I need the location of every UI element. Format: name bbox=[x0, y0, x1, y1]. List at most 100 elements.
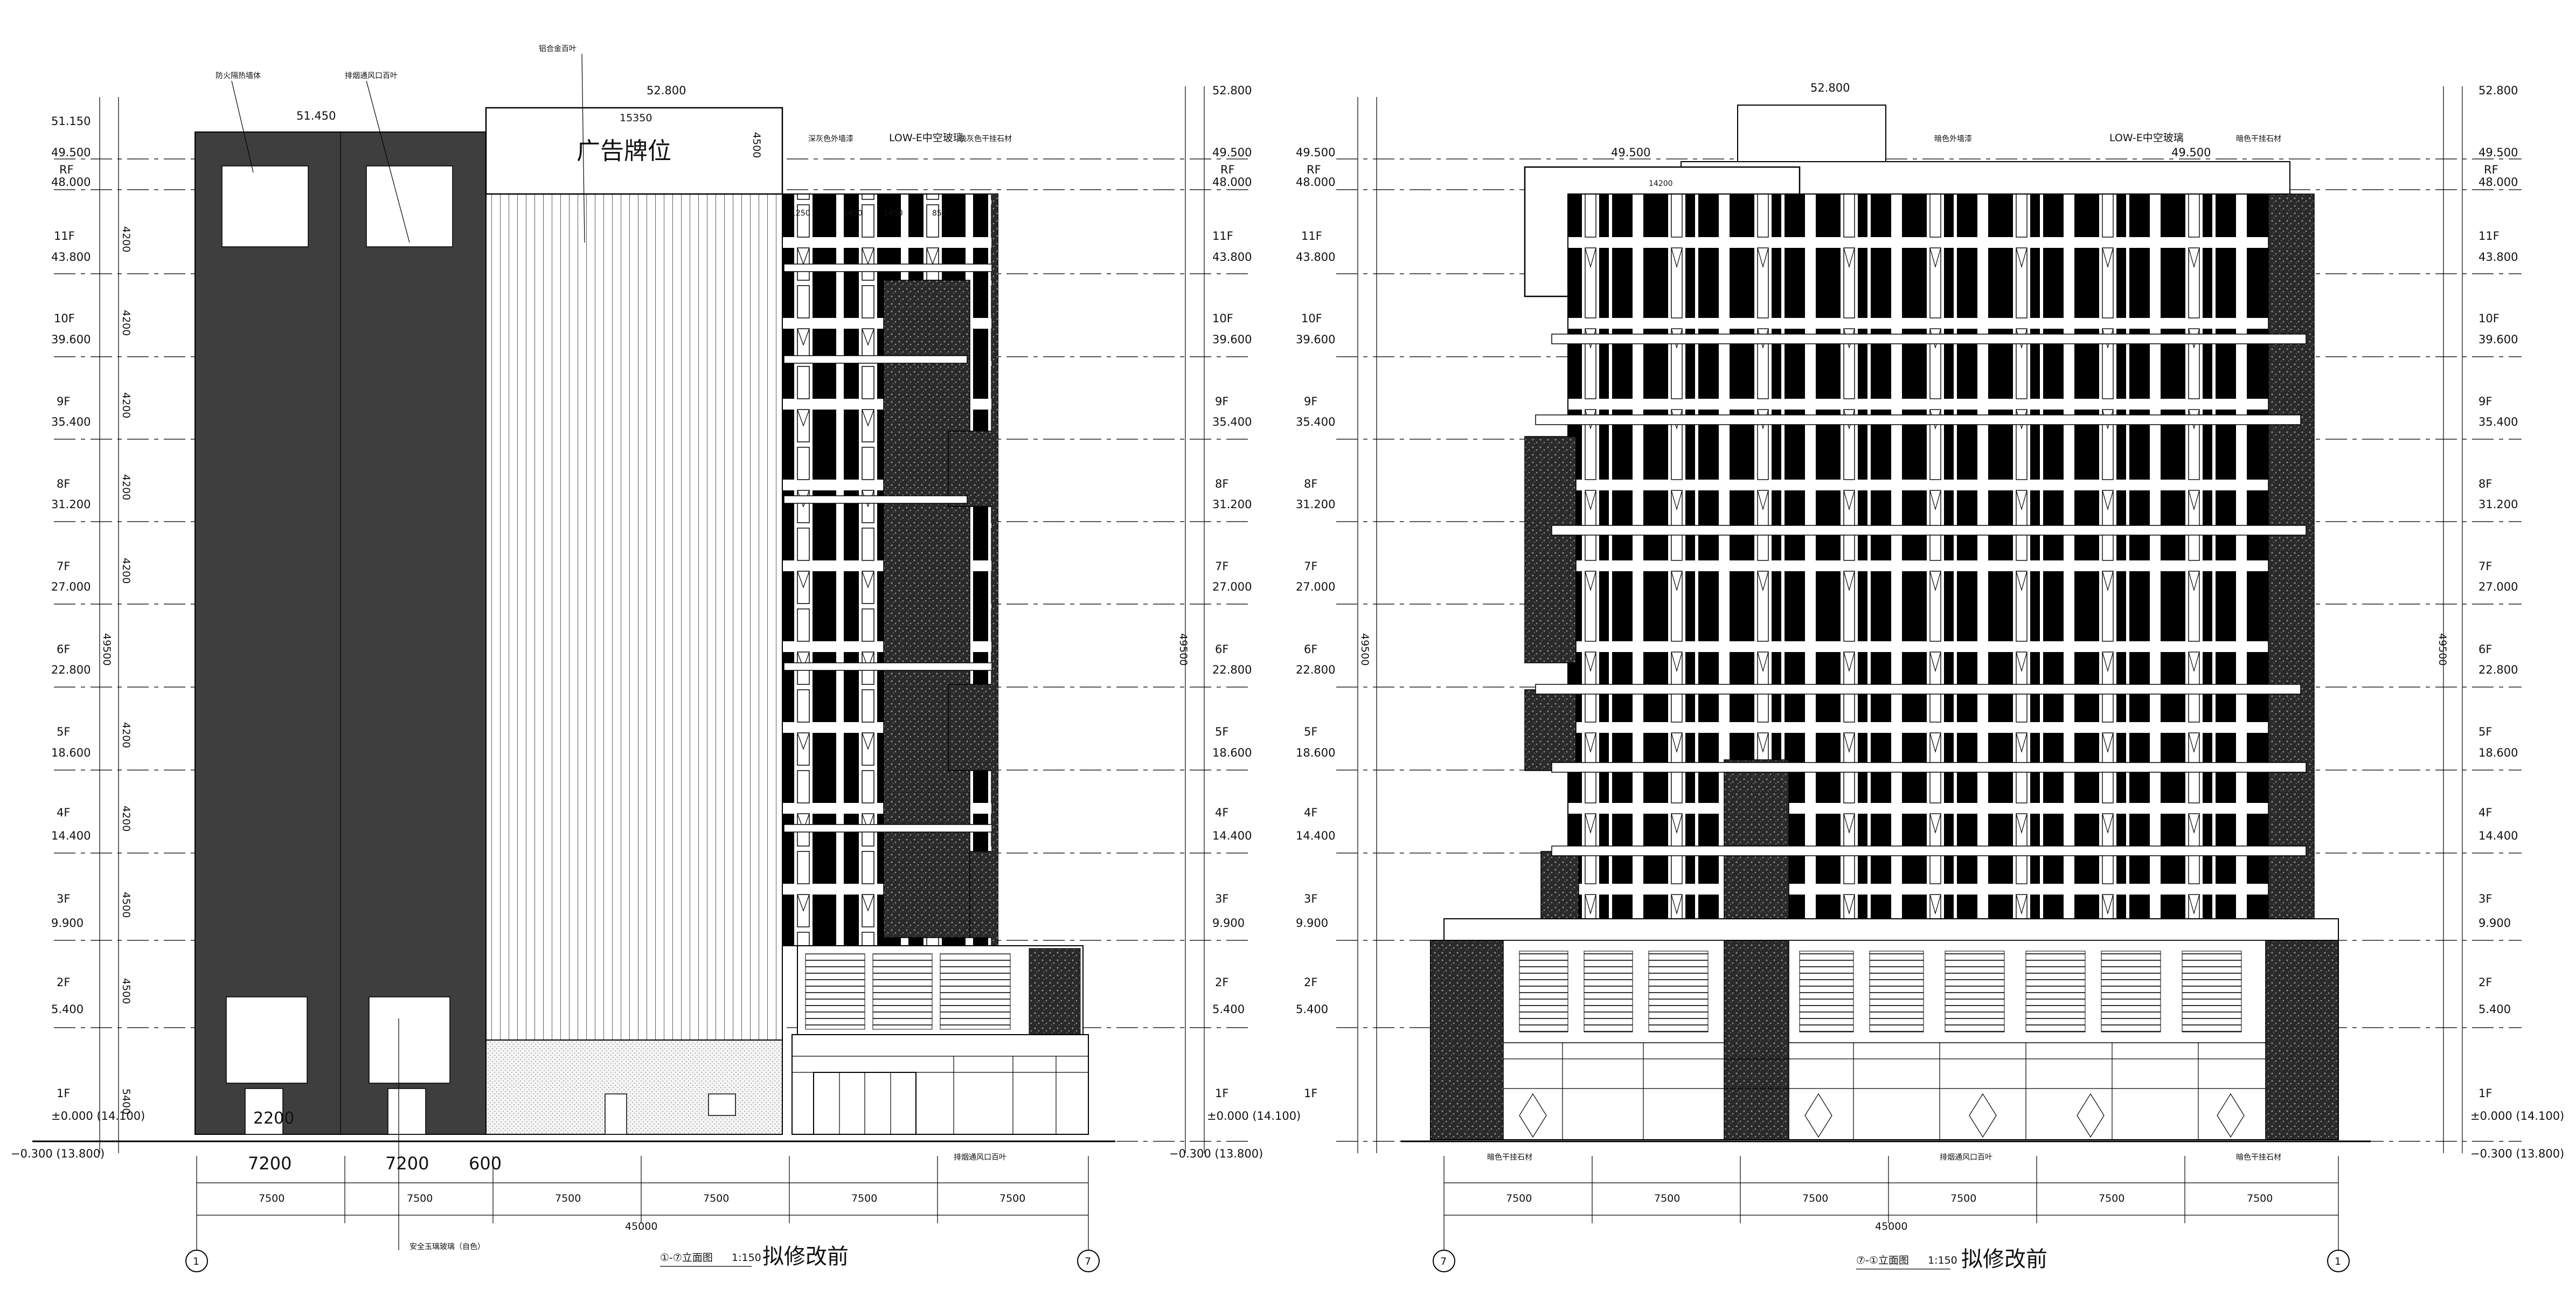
level-elevation: 43.800 bbox=[51, 251, 91, 264]
level-elevation: 35.400 bbox=[1296, 415, 1335, 428]
grid-dim: 7500 bbox=[1654, 1193, 1680, 1204]
total-height-dim: 49500 bbox=[1359, 633, 1371, 666]
level-elevation: 18.600 bbox=[1296, 746, 1335, 759]
floor-height-dim: 4200 bbox=[120, 310, 132, 336]
top-dim: 14200 bbox=[1649, 179, 1673, 188]
left-title-block: ①-⑦立面图 1:150 拟修改前 bbox=[660, 1244, 849, 1269]
level-elevation: 27.000 bbox=[51, 580, 91, 593]
callout-stone-bottom-right: 暗色干挂石材 bbox=[2236, 1153, 2281, 1162]
stone-panel-left bbox=[1524, 436, 1577, 663]
level-elevation: 39.600 bbox=[1212, 333, 1252, 346]
drawing-name: ⑦-①立面图 bbox=[1856, 1255, 1909, 1266]
level-elevation: 43.800 bbox=[2478, 251, 2518, 264]
callout-dark-paint: 深灰色外墙漆 bbox=[808, 134, 853, 143]
level-label: 4F bbox=[57, 806, 70, 819]
left-callouts: 防火隔热墙体 排烟通风口百叶 铝合金百叶 深灰色外墙漆 LOW-E中空玻璃 浅灰… bbox=[216, 45, 1012, 1251]
total-width-dim: 45000 bbox=[1875, 1221, 1907, 1232]
level-elevation: 27.000 bbox=[2478, 580, 2518, 593]
level-label: 3F bbox=[2478, 892, 2492, 905]
level-elevation: 22.800 bbox=[1296, 663, 1335, 676]
grid-axis-bubble bbox=[2327, 1250, 2350, 1272]
grid-dim: 7500 bbox=[1506, 1193, 1532, 1204]
callout-stone-bottom-left: 暗色干挂石材 bbox=[1487, 1153, 1532, 1162]
callout-exhaust-louver: 排烟通风口百叶 bbox=[345, 72, 398, 80]
floor-height-dim: 4500 bbox=[120, 978, 132, 1004]
floor-height-dim: 4200 bbox=[120, 806, 132, 831]
stone-column-left bbox=[883, 280, 970, 938]
total-width-dim: 45000 bbox=[625, 1221, 657, 1232]
billboard-text-left: 广告牌位 bbox=[577, 137, 671, 165]
louver-bottom-right bbox=[369, 996, 450, 1084]
level-label: 1F bbox=[1304, 1087, 1317, 1100]
podium-stone-right bbox=[2265, 940, 2339, 1140]
level-label: 5F bbox=[1304, 725, 1317, 738]
floor-height-dim: 4200 bbox=[120, 392, 132, 418]
floor-height-dim: 4200 bbox=[120, 474, 132, 500]
callout-low-e: LOW-E中空玻璃 bbox=[889, 132, 963, 144]
level-label: 2F bbox=[2478, 976, 2492, 989]
grid-axis-label: 7 bbox=[1440, 1256, 1447, 1267]
level-elevation: 49.500 bbox=[2478, 146, 2518, 159]
level-label: 3F bbox=[1215, 892, 1228, 905]
level-elevation: 22.800 bbox=[51, 663, 91, 676]
level-elevation: 9.900 bbox=[2478, 917, 2511, 930]
ground-elevation: −0.300 (13.800) bbox=[11, 1147, 105, 1160]
left-level-markers: 1F ±0.000 (14.100) 2F 5.400 3F 9.900 4F … bbox=[11, 84, 1301, 1160]
right-level-markers: 1F 2F 5.400 3F 9.900 4F 14.400 5F 18.600… bbox=[1296, 81, 2564, 1160]
level-label: RF bbox=[1307, 163, 1321, 176]
door-left bbox=[245, 1088, 283, 1135]
left-horizontal-dims: 7200 7200 600 2200 7500 7500 7500 7500 7… bbox=[185, 1109, 1100, 1272]
level-elevation: 43.800 bbox=[1212, 251, 1252, 264]
total-height-dim: 49500 bbox=[101, 633, 113, 666]
floor-height-dim: 4200 bbox=[120, 558, 132, 584]
grid-dim: 7500 bbox=[999, 1193, 1025, 1204]
drawing-scale: 1:150 bbox=[1928, 1255, 1957, 1266]
grid-axis-label: 7 bbox=[1085, 1256, 1091, 1267]
level-elevation: 43.800 bbox=[1296, 251, 1335, 264]
level-label: 4F bbox=[1215, 806, 1228, 819]
level-elevation: ±0.000 (14.100) bbox=[1207, 1110, 1301, 1122]
level-elevation: 14.400 bbox=[1296, 829, 1335, 842]
level-elevation: 35.400 bbox=[1212, 415, 1252, 428]
level-elevation: 14.400 bbox=[2478, 829, 2518, 842]
level-elevation: 49.500 bbox=[1296, 146, 1335, 159]
level-label: 5F bbox=[1215, 725, 1228, 738]
floor-height-dim: 4500 bbox=[120, 892, 132, 918]
level-elevation: 5.400 bbox=[1212, 1003, 1245, 1016]
grid-dim: 7500 bbox=[851, 1193, 877, 1204]
billboard-width-label: 15350 bbox=[620, 112, 652, 124]
total-height-dim: 49500 bbox=[2436, 633, 2448, 666]
bay-dim: 7200 bbox=[248, 1153, 291, 1174]
level-label: 3F bbox=[1304, 892, 1317, 905]
level-elevation: 39.600 bbox=[2478, 333, 2518, 346]
level-elevation: 39.600 bbox=[1296, 333, 1335, 346]
level-elevation: 49.500 bbox=[51, 146, 91, 159]
right-horizontal-dims: 7500 7500 7500 7500 7500 7500 45000 7 1 bbox=[1433, 1156, 2350, 1272]
level-elevation: 9.900 bbox=[1212, 917, 1245, 930]
drawing-note: 拟修改前 bbox=[1961, 1247, 2047, 1272]
level-elevation: 35.400 bbox=[51, 415, 91, 428]
level-elevation: 49.500 bbox=[2171, 146, 2211, 159]
floor-height-dim: 5400 bbox=[120, 1089, 132, 1114]
total-height-dim: 49500 bbox=[1177, 633, 1189, 666]
level-label: 3F bbox=[57, 892, 70, 905]
roof-mech-box bbox=[1737, 105, 1886, 170]
level-label: 4F bbox=[2478, 806, 2492, 819]
small-window bbox=[708, 1093, 736, 1116]
callout-exhaust-bottom: 排烟通风口百叶 bbox=[954, 1153, 1006, 1162]
window-dim: 850 bbox=[932, 209, 947, 218]
level-label: 7F bbox=[57, 560, 70, 573]
grid-dim: 7500 bbox=[407, 1193, 433, 1204]
level-label: 9F bbox=[1215, 395, 1228, 408]
level-label: 6F bbox=[2478, 643, 2492, 656]
bay-dim: 600 bbox=[469, 1153, 502, 1174]
grid-axis-bubble bbox=[1433, 1250, 1455, 1272]
level-elevation: 27.000 bbox=[1212, 580, 1252, 593]
level-label: 10F bbox=[1212, 312, 1233, 325]
level-label: 10F bbox=[2478, 312, 2499, 325]
level-elevation: ±0.000 (14.100) bbox=[2470, 1110, 2564, 1122]
ground-base-wall bbox=[485, 1039, 783, 1135]
drawing-note: 拟修改前 bbox=[762, 1244, 849, 1269]
louver-bottom-left bbox=[226, 996, 308, 1084]
